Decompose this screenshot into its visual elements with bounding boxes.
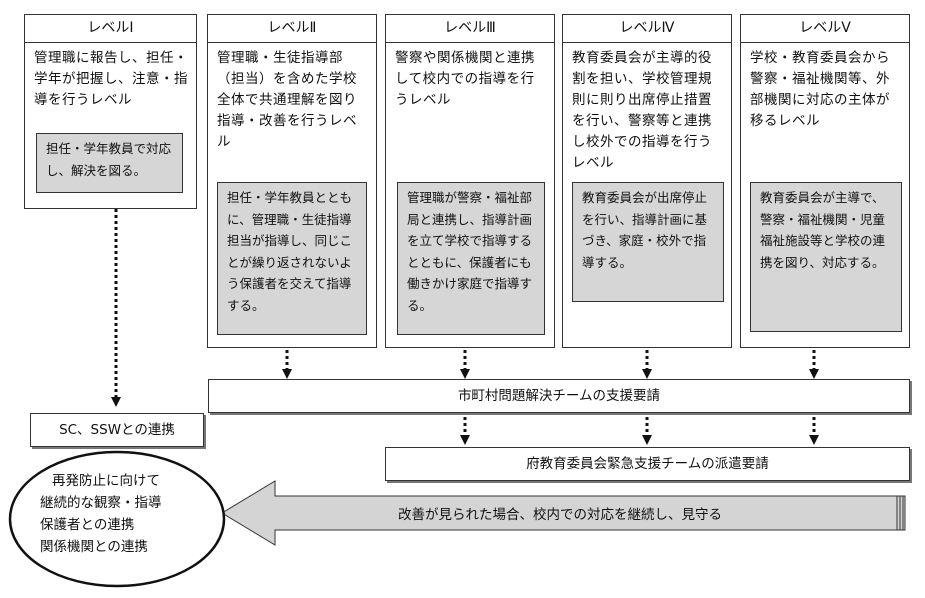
level-5-detail: 教育委員会が主導で、警察・福祉機関・児童福祉施設等と学校の連携を図り、対応する。 xyxy=(750,182,902,332)
level-5-box: レベルⅤ 学校・教育委員会から警察・福祉機関等、外部機関に対応の主体が移るレベル… xyxy=(740,14,910,348)
level-3-title: レベルⅢ xyxy=(386,15,554,43)
improvement-arrow-shape xyxy=(221,480,906,546)
level-4-box: レベルⅣ 教育委員会が主導的役割を担い、学校管理規則に則り出席停止措置を行い、警… xyxy=(562,14,732,348)
level-2-description: 管理職・生徒指導部（担当）を含めた学校全体で共通理解を図り指導・改善を行うレベル xyxy=(217,50,357,150)
level-3-box: レベルⅢ 警察や関係機関と連携して校内での指導を行うレベル 管理職が警察・福祉部… xyxy=(385,14,555,348)
level-1-box: レベルⅠ 管理職に報告し、担任・学年が把握し、注意・指導を行うレベル 担任・学年… xyxy=(24,14,197,209)
level-1-description: 管理職に報告し、担任・学年が把握し、注意・指導を行うレベル xyxy=(34,50,188,108)
level-4-description: 教育委員会が主導的役割を担い、学校管理規則に則り出席停止措置を行い、警察等と連携… xyxy=(572,50,712,171)
prevention-line-4: 関係機関との連携 xyxy=(40,539,148,555)
level-4-detail: 教育委員会が出席停止を行い、指導計画に基づき、家庭・校外で指導する。 xyxy=(572,182,724,302)
level-1-title: レベルⅠ xyxy=(25,15,196,43)
level-3-description: 警察や関係機関と連携して校内での指導を行うレベル xyxy=(395,50,535,108)
level-2-box: レベルⅡ 管理職・生徒指導部（担当）を含めた学校全体で共通理解を図り指導・改善を… xyxy=(207,14,377,348)
municipal-support-bar: 市町村問題解決チームの支援要請 xyxy=(208,379,910,413)
level-2-title: レベルⅡ xyxy=(208,15,376,43)
prevention-line-1: 再発防止に向けて xyxy=(52,473,160,489)
level-2-detail: 担任・学年教員とともに、管理職・生徒指導担当が指導し、同じことが繰り返されないよ… xyxy=(217,182,367,335)
level-5-description: 学校・教育委員会から警察・福祉機関等、外部機関に対応の主体が移るレベル xyxy=(750,50,890,129)
level-1-detail: 担任・学年教員で対応し、解決を図る。 xyxy=(36,133,183,193)
improvement-arrow-text: 改善が見られた場合、校内での対応を継続し、見守る xyxy=(398,507,722,523)
level-4-title: レベルⅣ xyxy=(563,15,731,43)
prevention-oval xyxy=(8,450,226,588)
prefectural-support-bar: 府教育委員会緊急支援チームの派遣要請 xyxy=(385,447,910,481)
sc-ssw-box: SC、SSWとの連携 xyxy=(30,413,204,447)
prevention-line-2: 継続的な観察・指導 xyxy=(40,495,162,511)
prevention-text: 再発防止に向けて 継続的な観察・指導 保護者との連携 関係機関との連携 xyxy=(40,470,162,558)
level-3-detail: 管理職が警察・福祉部局と連携し、指導計画を立て学校で指導するとともに、保護者にも… xyxy=(397,182,545,335)
prevention-line-3: 保護者との連携 xyxy=(40,517,135,533)
level-5-title: レベルⅤ xyxy=(741,15,909,43)
